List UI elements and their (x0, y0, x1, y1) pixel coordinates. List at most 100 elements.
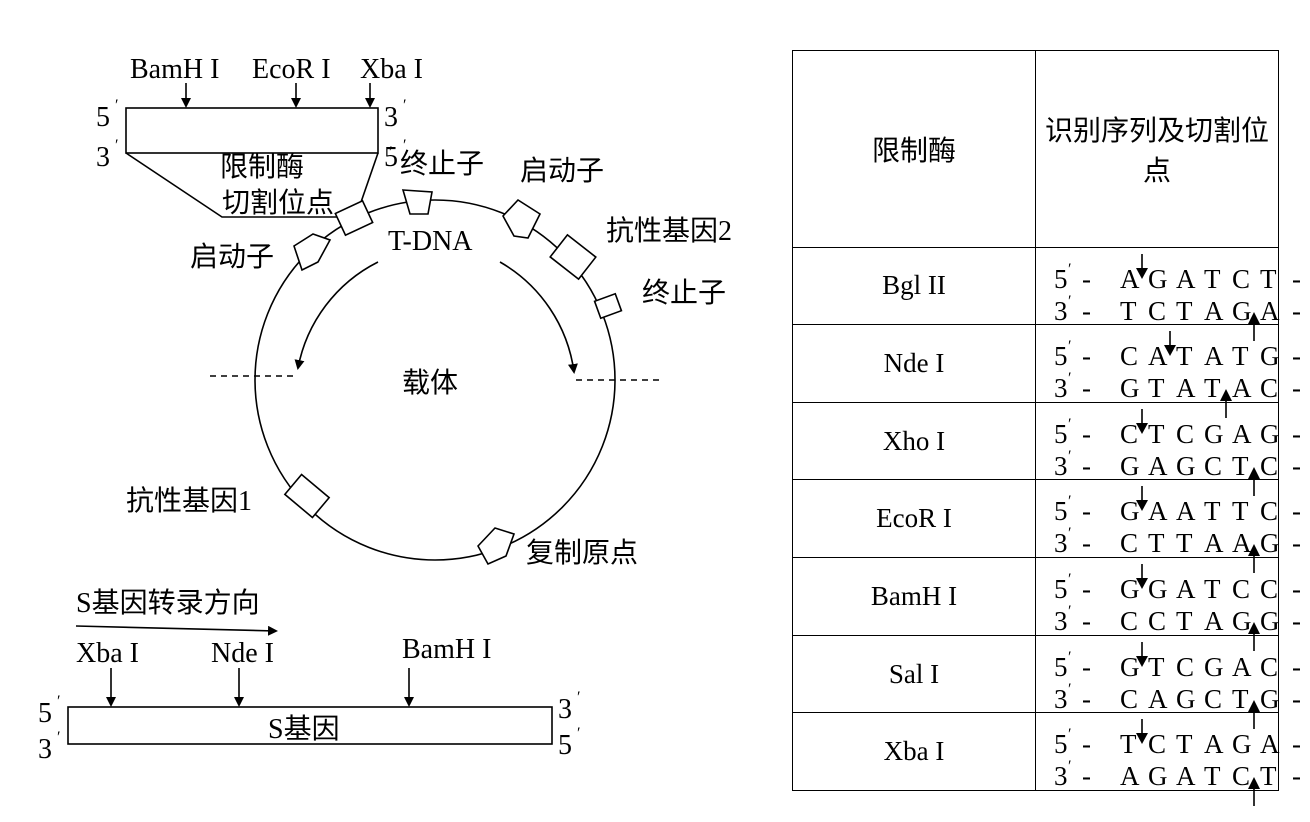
restriction-site-box (334, 199, 374, 237)
prime-mark: ′ (577, 725, 581, 742)
prime-mark: ′ (57, 729, 61, 746)
enzyme-name: Xho I (792, 401, 1036, 481)
nucleotide: G (1260, 528, 1280, 558)
strand-dash: - (1292, 761, 1301, 791)
strand-dash: - (1082, 606, 1091, 636)
cut-arrowhead-top (1136, 422, 1148, 434)
cut-arrowhead-bottom (1248, 622, 1260, 635)
nucleotide: T (1260, 761, 1277, 791)
nucleotide: G (1260, 684, 1280, 714)
promoter-2-label: 启动子 (520, 155, 604, 187)
nucleotide: G (1260, 606, 1280, 636)
transcription-direction-label: S基因转录方向 (76, 587, 260, 619)
strand-dash: - (1292, 296, 1301, 326)
top-fragment-box (125, 107, 379, 154)
s-gene-box (67, 706, 553, 745)
resistance-gene-2-label: 抗性基因2 (606, 215, 732, 247)
nucleotide: G (1260, 341, 1280, 371)
nucleotide: T (1204, 761, 1221, 791)
nucleotide: G (1232, 296, 1252, 326)
cut-arrowhead-top (1136, 578, 1148, 590)
nucleotide: T (1120, 729, 1137, 759)
strand-end-label: 3 (1054, 761, 1068, 791)
nucleotide: C (1120, 528, 1138, 558)
strand-dash: - (1082, 729, 1091, 759)
nucleotide: G (1204, 419, 1224, 449)
prime-mark: ′ (1068, 681, 1072, 698)
nucleotide: A (1148, 684, 1168, 714)
strand-dash: - (1292, 729, 1301, 759)
s-gene-fragment: S基因转录方向 Xba I Nde I BamH I S基因 5 ′ 3 ′ 3… (38, 587, 581, 765)
prime-mark: ′ (1068, 293, 1072, 310)
cut-arrowhead-top (1136, 500, 1148, 512)
strand-dash: - (1292, 264, 1301, 294)
top-fragment: BamH I EcoR I Xba I 5 ′ 3 ′ 3 ′ 5 ′ 限制酶 … (96, 54, 423, 219)
strand-dash: - (1082, 296, 1091, 326)
s-gene-site-ndei: Nde I (211, 638, 274, 669)
nucleotide: G (1148, 574, 1168, 604)
replication-origin-label: 复制原点 (526, 537, 638, 569)
nucleotide: C (1204, 684, 1222, 714)
strand-end-label: 5 (1054, 419, 1068, 449)
nucleotide: A (1232, 528, 1252, 558)
resistance-gene-2-box (549, 233, 597, 281)
strand-end-label: 5 (1054, 652, 1068, 682)
strand-dash: - (1292, 606, 1301, 636)
top-fragment-3-end: 3 (96, 142, 110, 173)
nucleotide: C (1260, 652, 1278, 682)
nucleotide: G (1120, 451, 1140, 481)
prime-mark: ′ (57, 693, 61, 710)
nucleotide: T (1232, 684, 1249, 714)
prime-mark: ′ (1068, 448, 1072, 465)
nucleotide: A (1204, 528, 1224, 558)
site-label-bamhi: BamH I (130, 54, 219, 85)
nucleotide: A (1232, 373, 1252, 403)
header-recognition-sequence: 识别序列及切割位点 (1035, 50, 1279, 248)
prime-mark: ′ (577, 689, 581, 706)
table-header-row: 限制酶 识别序列及切割位点 (792, 50, 1279, 248)
strand-end-label: 3 (1054, 451, 1068, 481)
strand-dash: - (1292, 451, 1301, 481)
callout-label-line-1: 限制酶 (220, 151, 304, 183)
enzyme-name: Sal I (792, 634, 1036, 714)
nucleotide: T (1204, 373, 1221, 403)
enzyme-name: EcoR I (792, 479, 1036, 559)
nucleotide: T (1176, 341, 1193, 371)
nucleotide: T (1260, 264, 1277, 294)
prime-mark: ′ (1068, 338, 1072, 355)
prime-mark: ′ (403, 97, 407, 114)
nucleotide: C (1120, 419, 1138, 449)
promoter-1-arrow-icon (293, 233, 332, 272)
strand-dash: - (1292, 652, 1301, 682)
nucleotide: C (1176, 419, 1194, 449)
prime-mark: ′ (1068, 525, 1072, 542)
s-gene-3-end: 3 (38, 734, 52, 765)
nucleotide: C (1260, 373, 1278, 403)
terminator-2-label: 终止子 (642, 277, 726, 309)
s-gene-site-bamhi: BamH I (402, 634, 491, 665)
nucleotide: T (1204, 496, 1221, 526)
nucleotide: A (1204, 606, 1224, 636)
strand-dash: - (1082, 419, 1091, 449)
strand-dash: - (1292, 574, 1301, 604)
nucleotide: T (1120, 296, 1137, 326)
strand-end-label: 5 (1054, 729, 1068, 759)
nucleotide: C (1260, 451, 1278, 481)
site-label-ecori: EcoR I (252, 54, 331, 85)
enzyme-name: Nde I (792, 324, 1036, 403)
cut-arrowhead-top (1164, 345, 1176, 357)
nucleotide: C (1148, 606, 1166, 636)
nucleotide: C (1204, 451, 1222, 481)
prime-mark: ′ (1068, 571, 1072, 588)
terminator-1-label: 终止子 (400, 148, 484, 180)
restriction-enzyme-table: 限制酶 识别序列及切割位点 Bgl II5′-3′-AGATCTTCTAGA-3… (792, 50, 1301, 807)
strand-end-label: 5 (1054, 496, 1068, 526)
